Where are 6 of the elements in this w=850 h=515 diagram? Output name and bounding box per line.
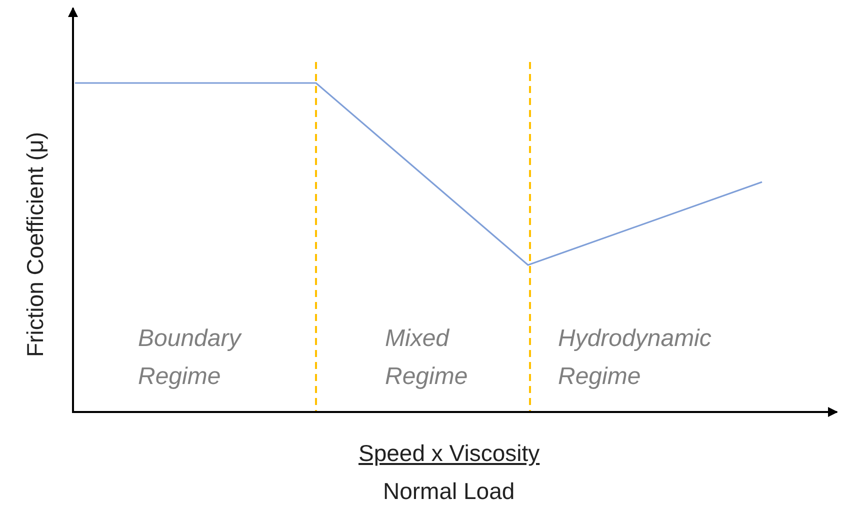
axis-title: Normal Load	[383, 478, 515, 505]
axis-title: Friction Coefficient (μ)	[22, 131, 49, 360]
region-label: Hydrodynamic Regime	[558, 324, 712, 392]
region-label: Boundary Regime	[138, 324, 243, 392]
region-label: Mixed Regime	[385, 324, 469, 392]
axis-title: Speed x Viscosity	[358, 440, 540, 467]
